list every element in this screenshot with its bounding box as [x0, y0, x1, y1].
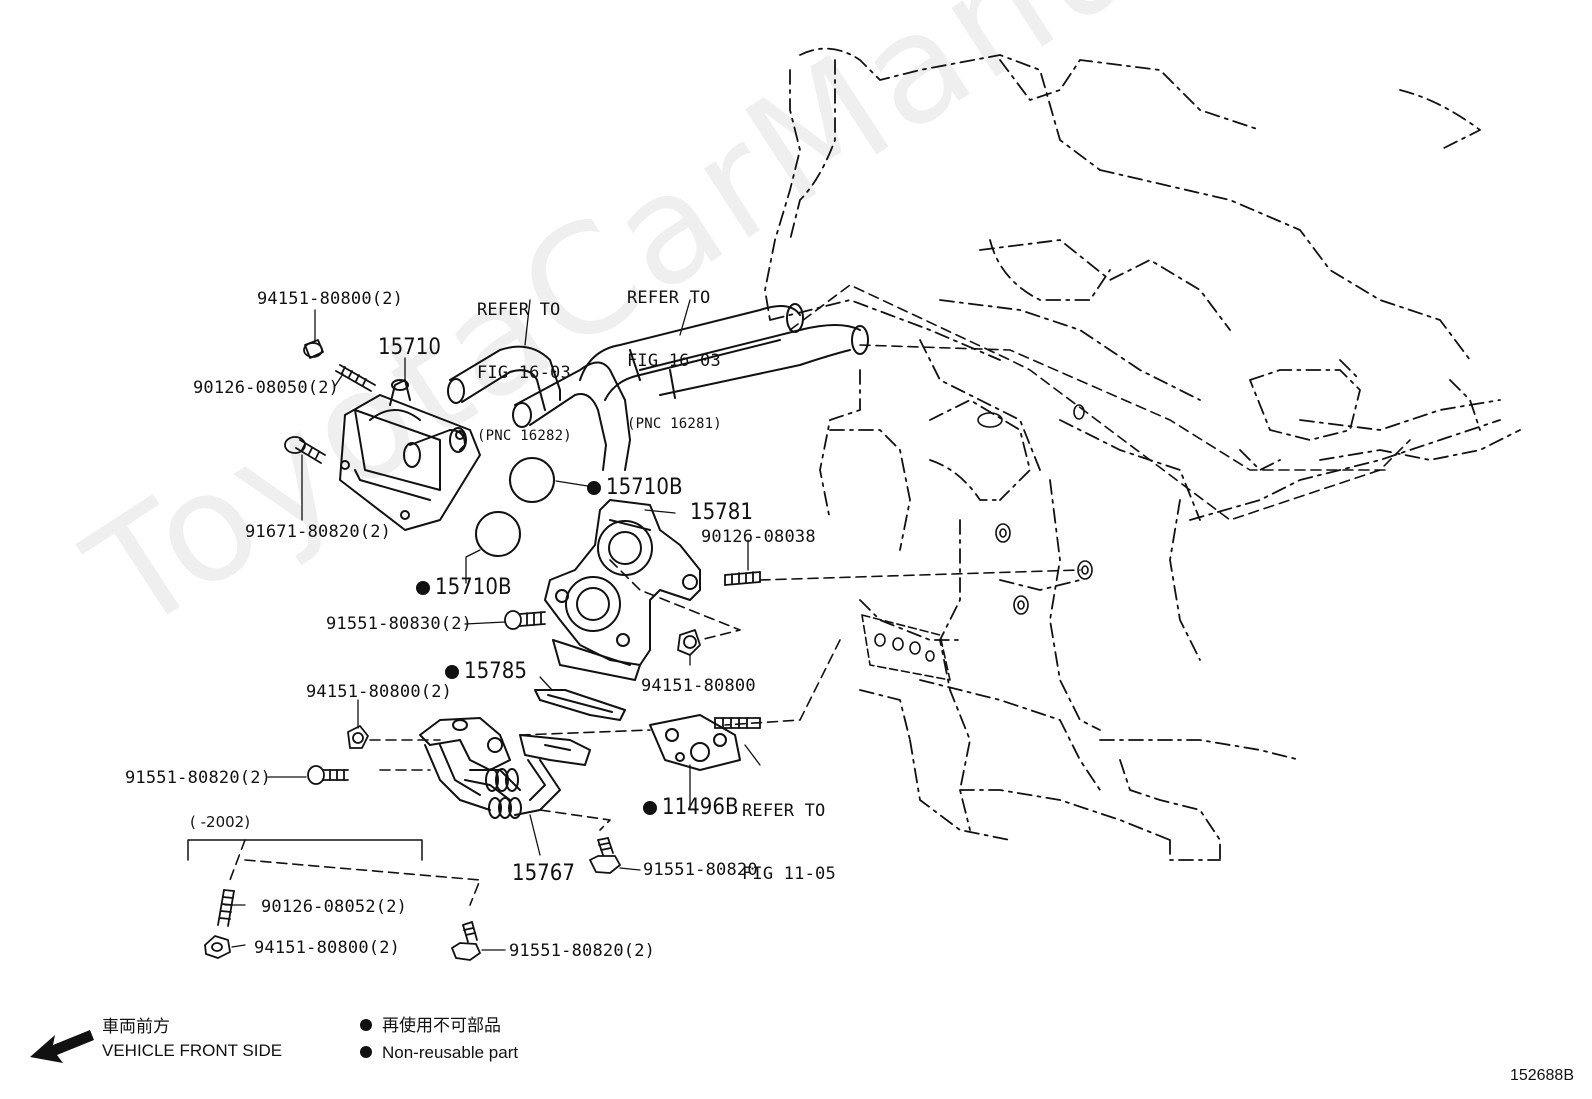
date-range-bracket [187, 839, 423, 861]
nut-94151-mid [677, 629, 701, 656]
refer-line-3: (PNC 16282) [477, 428, 572, 444]
stud-90126-08052 [217, 889, 235, 927]
refer-fig-16-03-pnc-16282[interactable]: REFER TO FIG 16-03 (PNC 16282) [477, 258, 572, 489]
engine-outline [764, 47, 1521, 861]
bolt-91551-80830 [504, 610, 546, 630]
fasteners-oil-cooler [284, 339, 376, 464]
engine-gasket [861, 614, 951, 681]
label-date-range: ( -2002) [190, 813, 251, 831]
gasket-15785 [534, 689, 626, 721]
refer-line-2: FIG 11-05 [742, 864, 836, 884]
refer-line-1: REFER TO [477, 300, 561, 320]
vehicle-front-arrow [30, 1030, 94, 1063]
oil-filter-bracket [544, 499, 701, 681]
label-91551-80830: 91551-80830(2) [326, 614, 473, 634]
label-91551-80820-bottom: 91551-80820(2) [509, 941, 656, 961]
bolt-91551-80820-single [589, 837, 621, 874]
refer-line-3: (PNC 16281) [627, 416, 722, 432]
vehicle-front-en: VEHICLE FRONT SIDE [102, 1041, 283, 1060]
label-91551-80820-left: 91551-80820(2) [125, 768, 272, 788]
o-rings [475, 457, 555, 557]
vehicle-front-jp: 車両前方 [102, 1017, 170, 1036]
label-94151-80800-left: 94151-80800(2) [306, 682, 453, 702]
oil-pipe [419, 717, 591, 819]
stud-90126-08038 [724, 571, 761, 586]
label-90126-08052: 90126-08052(2) [261, 897, 408, 917]
label-15710: 15710 [378, 335, 441, 360]
figure-number: 152688B [1509, 1067, 1574, 1084]
label-94151-80800-top: 94151-80800(2) [257, 289, 404, 309]
non-reusable-jp: 再使用不可部品 [360, 1012, 518, 1039]
label-91551-80820-single: 91551-80820 [643, 860, 758, 880]
non-reusable-legend: 再使用不可部品 Non-reusable part [360, 1012, 518, 1066]
label-15781: 15781 [690, 500, 753, 525]
label-94151-80800-bottom: 94151-80800(2) [254, 938, 401, 958]
coolant-hoses [447, 303, 869, 471]
label-91671-80820: 91671-80820(2) [245, 522, 392, 542]
label-15710b-upper: 15710B [587, 477, 683, 499]
hose-route-lines [229, 284, 1411, 906]
vehicle-front-legend: 車両前方 VEHICLE FRONT SIDE [102, 1015, 282, 1063]
refer-fig-16-03-pnc-16281[interactable]: REFER TO FIG 16-03 (PNC 16281) [627, 246, 722, 477]
nut-94151-left [347, 725, 369, 749]
refer-line-1: REFER TO [742, 801, 826, 821]
refer-fig-11-05[interactable]: REFER TO FIG 11-05 [742, 759, 836, 927]
oil-cooler [339, 379, 481, 531]
bolt-91551-80820-left [307, 765, 349, 785]
label-15785: 15785 [445, 661, 527, 683]
refer-line-1: REFER TO [627, 288, 711, 308]
label-90126-08038: 90126-08038 [701, 527, 816, 547]
engine-holes [977, 404, 1093, 615]
label-15767: 15767 [512, 861, 575, 886]
refer-line-2: FIG 16-03 [627, 351, 721, 371]
label-94151-80800-mid: 94151-80800 [641, 676, 756, 696]
non-reusable-en: Non-reusable part [360, 1039, 518, 1066]
label-15710b-lower: 15710B [416, 577, 512, 599]
stud-refer [714, 717, 761, 729]
label-90126-08050: 90126-08050(2) [193, 378, 340, 398]
nut-94151-bottom [204, 935, 231, 959]
gasket-11496b [649, 714, 741, 771]
label-11496b: 11496B [643, 797, 739, 819]
bolt-91551-80820-bottom [451, 921, 481, 961]
refer-line-2: FIG 16-03 [477, 363, 571, 383]
